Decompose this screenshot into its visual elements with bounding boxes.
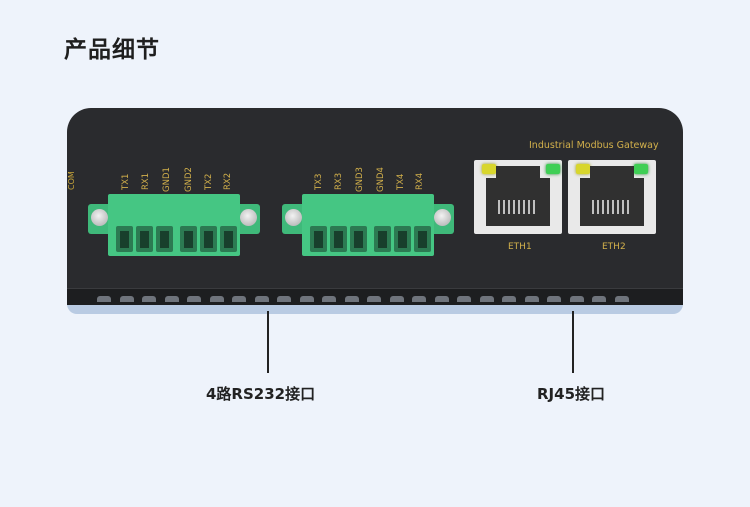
screw-icon [434,209,451,226]
screw-icon [285,209,302,226]
com-side-label: COM [67,171,76,190]
rail-tooth [502,296,516,302]
terminal-socket [310,226,327,252]
port-label-eth2: ETH2 [602,242,626,252]
rail-tooth [389,296,404,302]
rail-tooth [614,296,629,302]
terminal-socket [330,226,347,252]
terminal-socket [116,226,133,252]
rail-tooth [322,296,336,302]
rail-tooth [187,296,201,302]
rail-tooth [592,296,606,302]
rail-tooth [524,296,539,302]
callout-rs232-label: 4路RS232接口 [206,385,316,403]
rail-tooth [457,296,471,302]
terminal-socket [200,226,217,252]
rail-tooth [142,296,156,302]
screw-icon [240,209,257,226]
rail-tooth [209,296,224,302]
rs232-terminal-block-1 [88,194,260,256]
pin-label: TX4 [396,173,406,190]
page-title: 产品细节 [64,37,160,63]
led-green-icon [546,164,560,174]
pin-label: TX2 [204,173,214,190]
gateway-device: COM Industrial Modbus Gateway TX1 RX1 GN… [67,108,683,314]
pin-label: RX3 [334,172,344,190]
screw-icon [91,209,108,226]
callout-line-rs232 [267,311,269,373]
rail-tooth [344,296,359,302]
pin-label: TX1 [121,173,131,190]
led-yellow-icon [482,164,496,174]
callout-line-rj45 [572,311,574,373]
terminal-socket [374,226,391,252]
port-label-eth1: ETH1 [508,242,532,252]
pin-label: GND2 [184,167,194,192]
rail-tooth [367,296,381,302]
brand-label: Industrial Modbus Gateway [529,140,659,151]
terminal-socket [156,226,173,252]
rail-tooth [569,296,584,302]
rs232-terminal-block-2 [282,194,454,256]
rail-tooth [299,296,314,302]
rail-tooth [164,296,179,302]
callout-rj45-label: RJ45接口 [537,385,606,403]
rj45-pins [592,200,632,214]
pin-label: TX3 [314,173,324,190]
terminal-socket [220,226,237,252]
terminal-socket [394,226,411,252]
pin-label: GND4 [376,167,386,192]
pin-label: GND3 [355,167,365,192]
rail-tooth [232,296,246,302]
terminal-socket [414,226,431,252]
rail-tooth [434,296,449,302]
rj45-pins [498,200,538,214]
terminal-socket [180,226,197,252]
led-green-icon [634,164,648,174]
led-yellow-icon [576,164,590,174]
pin-label: RX4 [415,172,425,190]
rail-tooth [119,296,134,302]
ethernet-port-eth1 [474,160,562,234]
pin-label: GND1 [162,167,172,192]
rail-tooth [97,296,111,302]
pin-label: RX2 [223,172,233,190]
rail-tooth [479,296,494,302]
rail-tooth [254,296,269,302]
ethernet-port-eth2 [568,160,656,234]
terminal-socket [136,226,153,252]
pin-label: RX1 [141,172,151,190]
rail-tooth [412,296,426,302]
rail-tooth [277,296,291,302]
rail-tooth [547,296,561,302]
terminal-socket [350,226,367,252]
